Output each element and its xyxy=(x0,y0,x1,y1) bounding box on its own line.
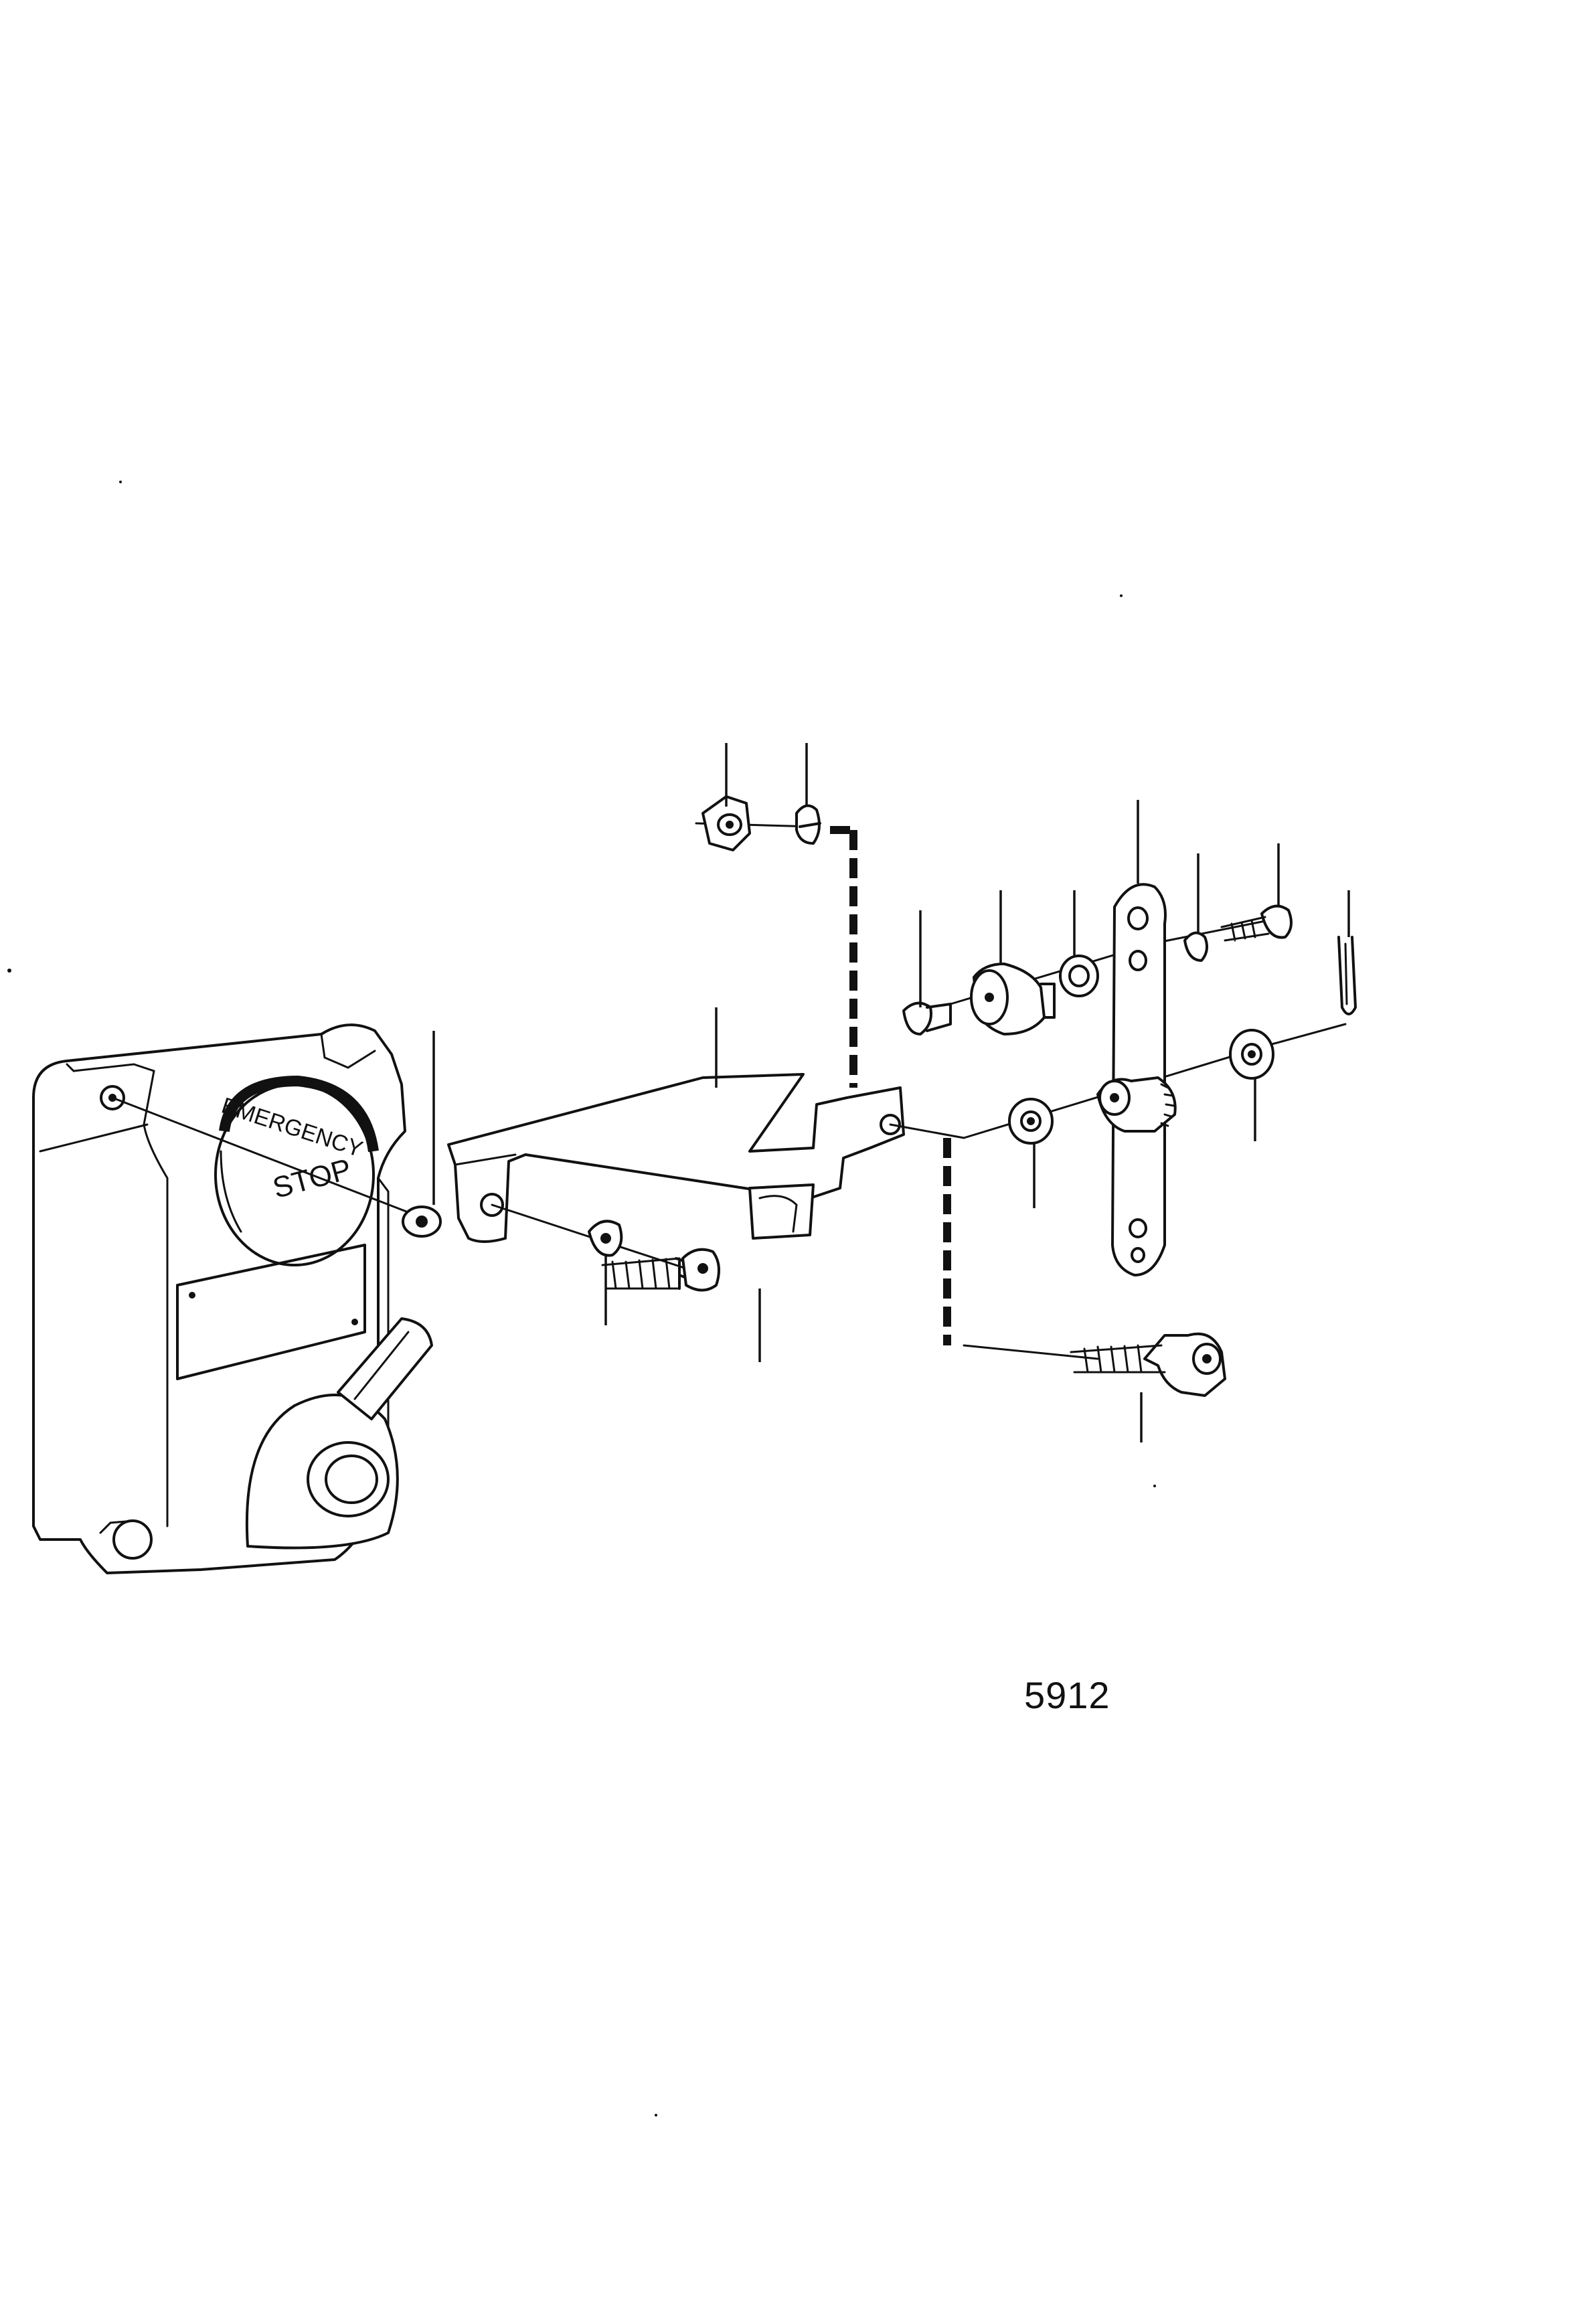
split-pin xyxy=(1337,936,1357,1015)
control-box-housing xyxy=(32,1023,406,1574)
small-bolt xyxy=(902,1001,952,1035)
link-arm xyxy=(1096,883,1177,1276)
washer-middle xyxy=(1008,1098,1054,1145)
spring-washer-bracket xyxy=(588,1220,623,1257)
washer-right xyxy=(1229,1029,1274,1080)
washer-left xyxy=(402,1206,442,1238)
axis-line-link-end xyxy=(1270,1023,1347,1046)
spring-washer-right xyxy=(1183,931,1209,962)
scan-specks xyxy=(7,481,1156,2116)
name-plate xyxy=(176,1244,366,1380)
socket-head-screw xyxy=(601,1248,720,1292)
spring-washer-top xyxy=(795,804,821,845)
axis-line-housing xyxy=(111,1096,416,1216)
control-lever xyxy=(99,1317,433,1560)
axis-line-bracket-right xyxy=(889,1123,965,1139)
threaded-stud xyxy=(1070,1332,1226,1397)
assembly-lines xyxy=(111,822,1347,1360)
callout-leaders xyxy=(432,743,1350,1442)
mounting-bracket xyxy=(447,1073,905,1243)
screw-upper-right xyxy=(1220,904,1293,942)
bushing xyxy=(970,963,1056,1035)
washer-upper xyxy=(1059,954,1099,997)
emergency-stop-button: EMERGENCY STOP xyxy=(214,1075,379,1266)
figure-number: 5912 xyxy=(1024,1674,1110,1716)
axis-line-lower-stud xyxy=(963,1344,1099,1360)
